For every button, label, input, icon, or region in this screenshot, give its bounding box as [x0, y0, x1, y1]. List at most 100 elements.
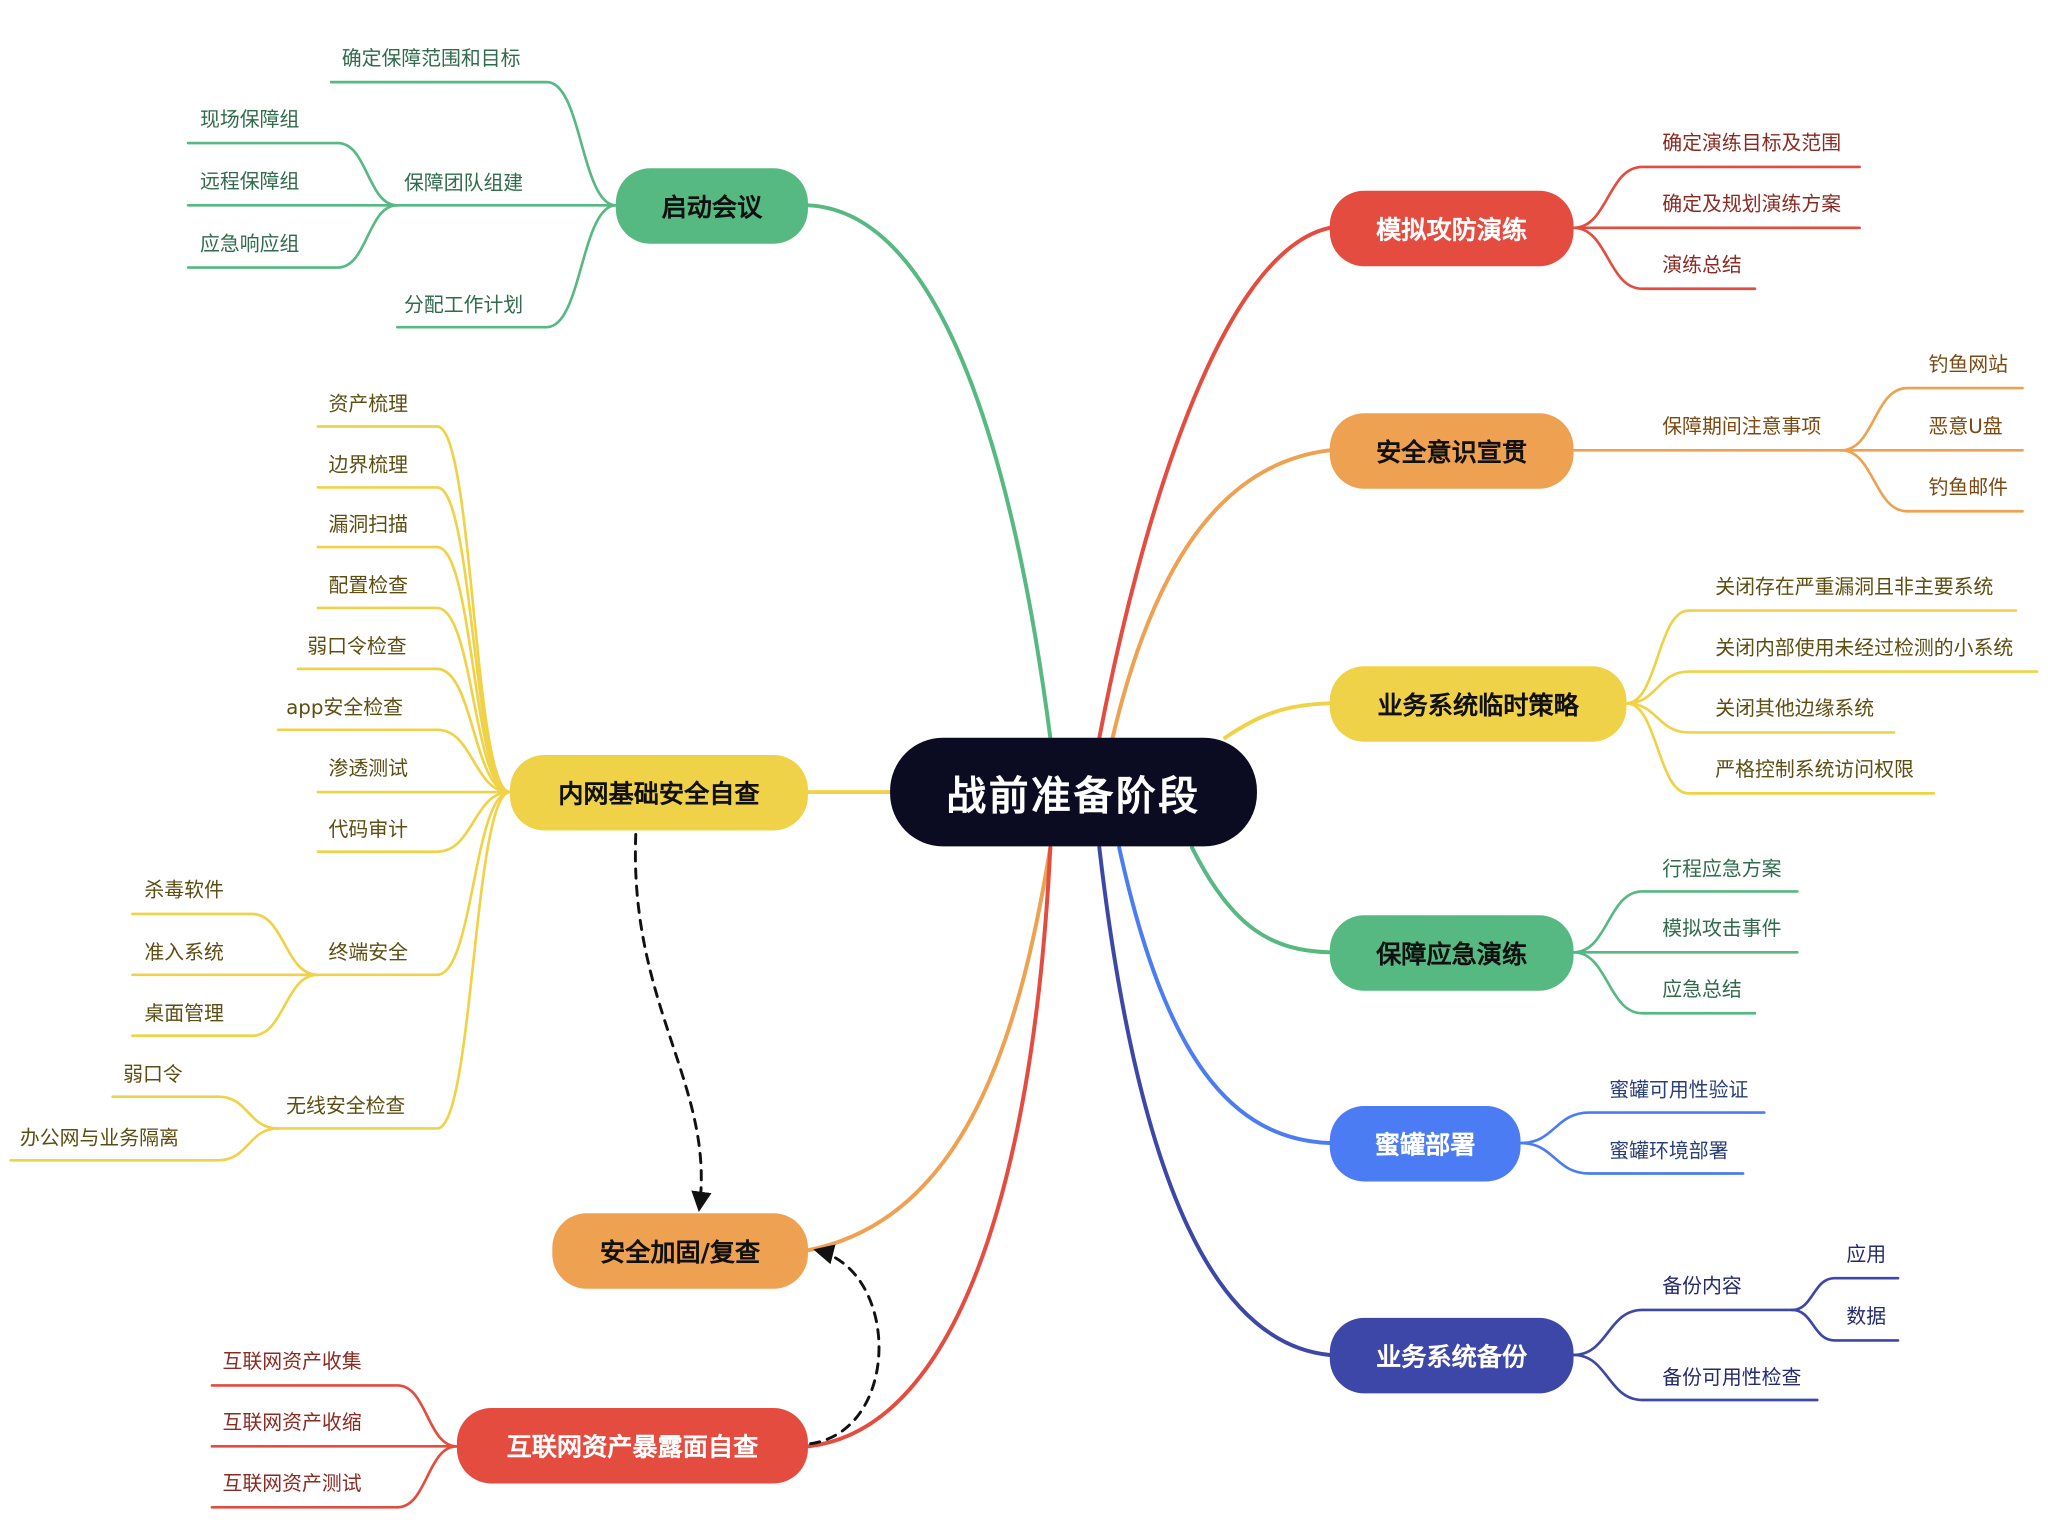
subtopic-terminal-item[interactable]: 准入系统: [144, 940, 224, 965]
connector-policy-item: [1625, 701, 1936, 795]
subtopic-backup-item[interactable]: 数据: [1846, 1304, 1887, 1329]
connector-internal-item: [316, 790, 512, 853]
subtopic-internal-item[interactable]: 资产梳理: [328, 392, 408, 416]
subtopic-internal-item[interactable]: 弱口令检查: [307, 634, 407, 659]
subtopic-backup-check[interactable]: 备份可用性检查: [1662, 1365, 1802, 1390]
connector-drill-item: [1572, 165, 1861, 230]
connector-internal-item: [316, 606, 512, 794]
topic-emergency-drill[interactable]: 保障应急演练: [1329, 915, 1574, 991]
subtopic-goal[interactable]: 确定保障范围和目标: [341, 46, 521, 71]
topic-security-awareness[interactable]: 安全意识宣贯: [1329, 413, 1574, 489]
subtopic-drill-item[interactable]: 确定及规划演练方案: [1662, 192, 1842, 216]
connector-backup-item: [1790, 1308, 1900, 1342]
subtopic-team-member[interactable]: 现场保障组: [199, 107, 300, 132]
subtopic-backup-item[interactable]: 应用: [1846, 1242, 1887, 1267]
connector-drill-item: [1572, 226, 1757, 291]
connector-awareness-item: [1839, 386, 2024, 452]
connector-drill: [1097, 225, 1332, 740]
connector-emergency-item: [1572, 890, 1799, 954]
connector-terminal: [316, 790, 512, 977]
subtopic-backup-content[interactable]: 备份内容: [1662, 1274, 1742, 1299]
topic-attack-defense-drill[interactable]: 模拟攻防演练: [1329, 190, 1574, 267]
connector-team-member: [186, 141, 399, 207]
subtopic-honeypot-item[interactable]: 蜜罐可用性验证: [1609, 1078, 1749, 1102]
subtopic-awareness-item[interactable]: 钓鱼邮件: [1928, 475, 2008, 500]
relation-arrow-internet-to-reinforce: [809, 1244, 881, 1446]
subtopic-team-member[interactable]: 远程保障组: [199, 169, 300, 194]
connector-honeypot-item: [1519, 1141, 1745, 1175]
topic-system-backup[interactable]: 业务系统备份: [1329, 1317, 1574, 1394]
connector-backup-content: [1572, 1308, 1794, 1357]
subtopic-terminal-item[interactable]: 桌面管理: [144, 1001, 224, 1026]
subtopic-internal-item[interactable]: 漏洞扫描: [328, 512, 408, 537]
connector-policy-item: [1625, 701, 1896, 734]
subtopic-terminal-security[interactable]: 终端安全: [328, 940, 408, 965]
subtopic-internal-item[interactable]: 配置检查: [328, 573, 408, 598]
central-topic[interactable]: 战前准备阶段: [890, 737, 1257, 847]
connector-policy: [1223, 701, 1332, 740]
subtopic-drill-item[interactable]: 演练总结: [1662, 252, 1742, 277]
connector-wireless: [276, 790, 512, 1130]
subtopic-wireless-item[interactable]: 弱口令: [123, 1062, 183, 1087]
subtopic-internal-item[interactable]: 边界梳理: [328, 452, 408, 477]
subtopic-team-member[interactable]: 应急响应组: [199, 231, 300, 256]
subtopic-internet-item[interactable]: 互联网资产收集: [222, 1349, 362, 1374]
connector-internet-item: [210, 1384, 459, 1448]
subtopic-emergency-item[interactable]: 模拟攻击事件: [1662, 916, 1782, 941]
connector-internal-item: [316, 486, 512, 794]
connector-emergency: [1190, 845, 1332, 955]
connector-internal-item: [316, 545, 512, 794]
subtopic-internet-item[interactable]: 互联网资产收缩: [222, 1410, 362, 1435]
subtopic-plan[interactable]: 分配工作计划: [403, 292, 524, 317]
subtopic-policy-item[interactable]: 关闭其他边缘系统: [1715, 696, 1875, 721]
connector-internal-item: [296, 667, 512, 794]
connector-policy-item: [1625, 670, 2039, 705]
subtopic-awareness-notes[interactable]: 保障期间注意事项: [1662, 414, 1822, 439]
connector-kickoff: [805, 203, 1053, 740]
subtopic-team[interactable]: 保障团队组建: [403, 170, 524, 195]
connector-kickoff-goal: [329, 80, 618, 207]
subtopic-wireless-item[interactable]: 办公网与业务隔离: [19, 1125, 179, 1150]
topic-internet-exposure-check[interactable]: 互联网资产暴露面自查: [456, 1407, 808, 1484]
subtopic-drill-item[interactable]: 确定演练目标及范围: [1662, 131, 1842, 155]
connector-wireless-item: [9, 1127, 280, 1162]
connector-awareness: [1110, 448, 1332, 740]
subtopic-internal-item[interactable]: 代码审计: [328, 817, 408, 842]
subtopic-internal-item[interactable]: 渗透测试: [328, 756, 408, 781]
topic-kickoff-meeting[interactable]: 启动会议: [615, 168, 808, 244]
subtopic-terminal-item[interactable]: 杀毒软件: [144, 878, 224, 902]
subtopic-emergency-item[interactable]: 行程应急方案: [1662, 856, 1782, 881]
connector-honeypot-item: [1519, 1111, 1766, 1145]
subtopic-policy-item[interactable]: 严格控制系统访问权限: [1715, 757, 1914, 782]
connector-honeypot: [1117, 845, 1332, 1146]
subtopic-internal-item[interactable]: app安全检查: [286, 695, 403, 720]
connector-backup-item: [1790, 1276, 1900, 1312]
connector-internet: [805, 845, 1053, 1449]
relation-arrow-internal-to-reinforce: [633, 832, 712, 1212]
subtopic-policy-item[interactable]: 关闭内部使用未经过检测的小系统: [1715, 635, 2014, 660]
connector-backup: [1097, 845, 1332, 1357]
topic-honeypot-deployment[interactable]: 蜜罐部署: [1329, 1105, 1521, 1182]
subtopic-awareness-item[interactable]: 恶意U盘: [1928, 414, 2003, 439]
topic-security-reinforcement[interactable]: 安全加固/复查: [552, 1213, 808, 1289]
connector-terminal-item: [131, 973, 320, 1038]
connector-reinforce: [805, 845, 1053, 1253]
subtopic-awareness-item[interactable]: 钓鱼网站: [1928, 352, 2008, 377]
connector-wireless-item: [111, 1095, 280, 1130]
subtopic-internet-item[interactable]: 互联网资产测试: [222, 1471, 362, 1496]
subtopic-wireless-check[interactable]: 无线安全检查: [286, 1094, 406, 1118]
connector-emergency-item: [1572, 950, 1757, 1015]
subtopic-policy-item[interactable]: 关闭存在严重漏洞且非主要系统: [1715, 574, 1994, 599]
topic-temporary-policy[interactable]: 业务系统临时策略: [1329, 666, 1627, 742]
subtopic-honeypot-item[interactable]: 蜜罐环境部署: [1609, 1139, 1729, 1163]
connector-internal-item: [276, 728, 512, 794]
connector-backup-check: [1572, 1353, 1819, 1402]
topic-internal-security-check[interactable]: 内网基础安全自查: [509, 754, 808, 831]
subtopic-emergency-item[interactable]: 应急总结: [1662, 977, 1742, 1002]
connector-terminal-item: [131, 912, 320, 977]
connector-policy-item: [1625, 609, 2018, 705]
connector-awareness-item: [1839, 449, 2024, 513]
